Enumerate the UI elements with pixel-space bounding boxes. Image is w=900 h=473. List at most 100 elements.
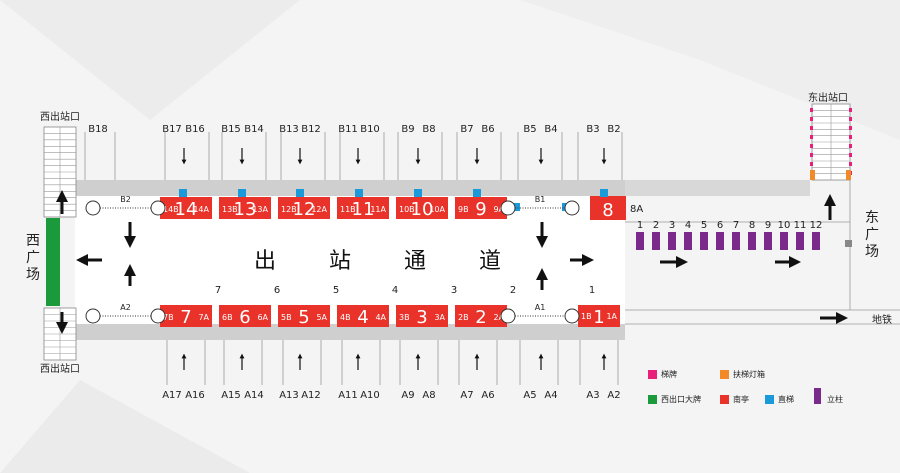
gate-circle — [85, 200, 101, 216]
kiosk — [160, 305, 212, 327]
bg-facet — [520, 0, 900, 140]
gate-circle — [564, 308, 580, 324]
kiosk — [278, 197, 330, 219]
kiosk-left-label: 4B — [340, 313, 351, 322]
kiosk-left-label: 3B — [399, 313, 410, 322]
kiosk-right-label: 2A — [493, 313, 504, 322]
column-number: 5 — [333, 285, 339, 296]
top-shaft — [397, 132, 443, 180]
top-platform-shafts — [84, 132, 623, 180]
kiosk-number: 14 — [175, 199, 198, 220]
bottom-band — [75, 324, 625, 340]
pillar-number: 12 — [810, 220, 823, 231]
pillar-number: 1 — [637, 220, 643, 231]
bottom-platform-label: A3 — [586, 390, 599, 401]
elevator — [414, 189, 422, 197]
east-square-label: 东广场 — [865, 210, 879, 260]
gate-circle — [564, 200, 580, 216]
kiosk-number: 10 — [411, 199, 434, 220]
kiosk-right-label: 1A — [606, 312, 617, 321]
pillar — [716, 232, 724, 250]
top-platform-label: B11 — [338, 124, 358, 135]
pillar — [732, 232, 740, 250]
east-square-char: 东 — [865, 210, 879, 226]
kiosk-number: 11 — [352, 199, 375, 220]
kiosk-left-label: 9B — [458, 205, 469, 214]
kiosk-number: 6 — [239, 307, 250, 328]
pillar — [780, 232, 788, 250]
west-square-char: 西 — [26, 233, 40, 249]
east-square-char: 场 — [865, 244, 879, 260]
stair-sign-pink — [849, 162, 852, 166]
bottom-platform-label: A11 — [338, 390, 358, 401]
top-platform-label: B10 — [360, 124, 380, 135]
kiosk-left-label: 5B — [281, 313, 292, 322]
kiosk-left-label: 11B — [340, 205, 356, 214]
kiosk-number: 5 — [298, 307, 309, 328]
top-platform-label: B13 — [279, 124, 299, 135]
stair-sign-pink — [849, 117, 852, 121]
elevator — [355, 189, 363, 197]
bottom-shaft — [519, 340, 559, 385]
kiosk-left-label: 7B — [163, 313, 174, 322]
bottom-platform-shafts — [166, 340, 619, 385]
top-shaft — [164, 132, 210, 180]
west-square-char: 广 — [26, 250, 40, 266]
pillar — [636, 232, 644, 250]
top-platform-label: B2 — [607, 124, 620, 135]
east-stairs — [810, 103, 852, 247]
kiosk-right-label: 12A — [311, 205, 327, 214]
gate-circle — [500, 200, 516, 216]
kiosk-right-label: 6A — [257, 313, 268, 322]
pillar-number: 5 — [701, 220, 707, 231]
top-shaft — [456, 132, 502, 180]
kiosk-right-label: 10A — [429, 205, 445, 214]
kiosk-number: 12 — [293, 199, 316, 220]
elevator — [600, 189, 608, 197]
top-platform-label: B7 — [460, 124, 473, 135]
kiosk-number: 7 — [180, 307, 191, 328]
bottom-platform-label: A2 — [607, 390, 620, 401]
legend-label: 扶梯灯箱 — [733, 369, 765, 379]
kiosk-left-label: 13B — [222, 205, 238, 214]
bg-facet — [0, 380, 250, 473]
east-square-char: 广 — [865, 227, 879, 243]
stair-sign-pink — [810, 108, 813, 112]
kiosk-number: 1 — [593, 307, 604, 328]
west-exit-top-label: 西出站口 — [40, 110, 80, 123]
gate-label: A1 — [535, 303, 546, 312]
stair-sign-pink — [810, 162, 813, 166]
pillar — [748, 232, 756, 250]
pillar-number: 9 — [765, 220, 771, 231]
pillar-number: 8 — [749, 220, 755, 231]
kiosk-left-label: 2B — [458, 313, 469, 322]
kiosk-right-label: 11A — [370, 205, 386, 214]
exit-channel-title: 出站通道 — [254, 249, 501, 274]
bottom-platform-label: A8 — [422, 390, 435, 401]
bottom-platform-label: A9 — [401, 390, 414, 401]
pillar-number: 10 — [778, 220, 791, 231]
column-number: 6 — [274, 285, 280, 296]
top-platform-label: B14 — [244, 124, 264, 135]
bottom-platform-label: A14 — [244, 390, 264, 401]
top-platform-label: B5 — [523, 124, 536, 135]
gate-circle — [150, 308, 166, 324]
east-exit-label: 东出站口 — [808, 91, 848, 104]
gate-label: B2 — [120, 195, 131, 204]
channel-char: 出 — [254, 249, 276, 274]
west-square-char: 场 — [26, 267, 40, 283]
top-shaft — [339, 132, 385, 180]
gate-circle — [150, 200, 166, 216]
kiosk-right-label: 7A — [198, 313, 209, 322]
kiosk-left-label: 6B — [222, 313, 233, 322]
top-shaft — [577, 132, 623, 180]
flow-arrows — [56, 148, 848, 370]
escalator-lightbox — [846, 170, 851, 180]
pillar — [700, 232, 708, 250]
pillar — [668, 232, 676, 250]
kiosk-number: 4 — [357, 307, 368, 328]
elevator — [238, 189, 246, 197]
top-platform-label: B3 — [586, 124, 599, 135]
